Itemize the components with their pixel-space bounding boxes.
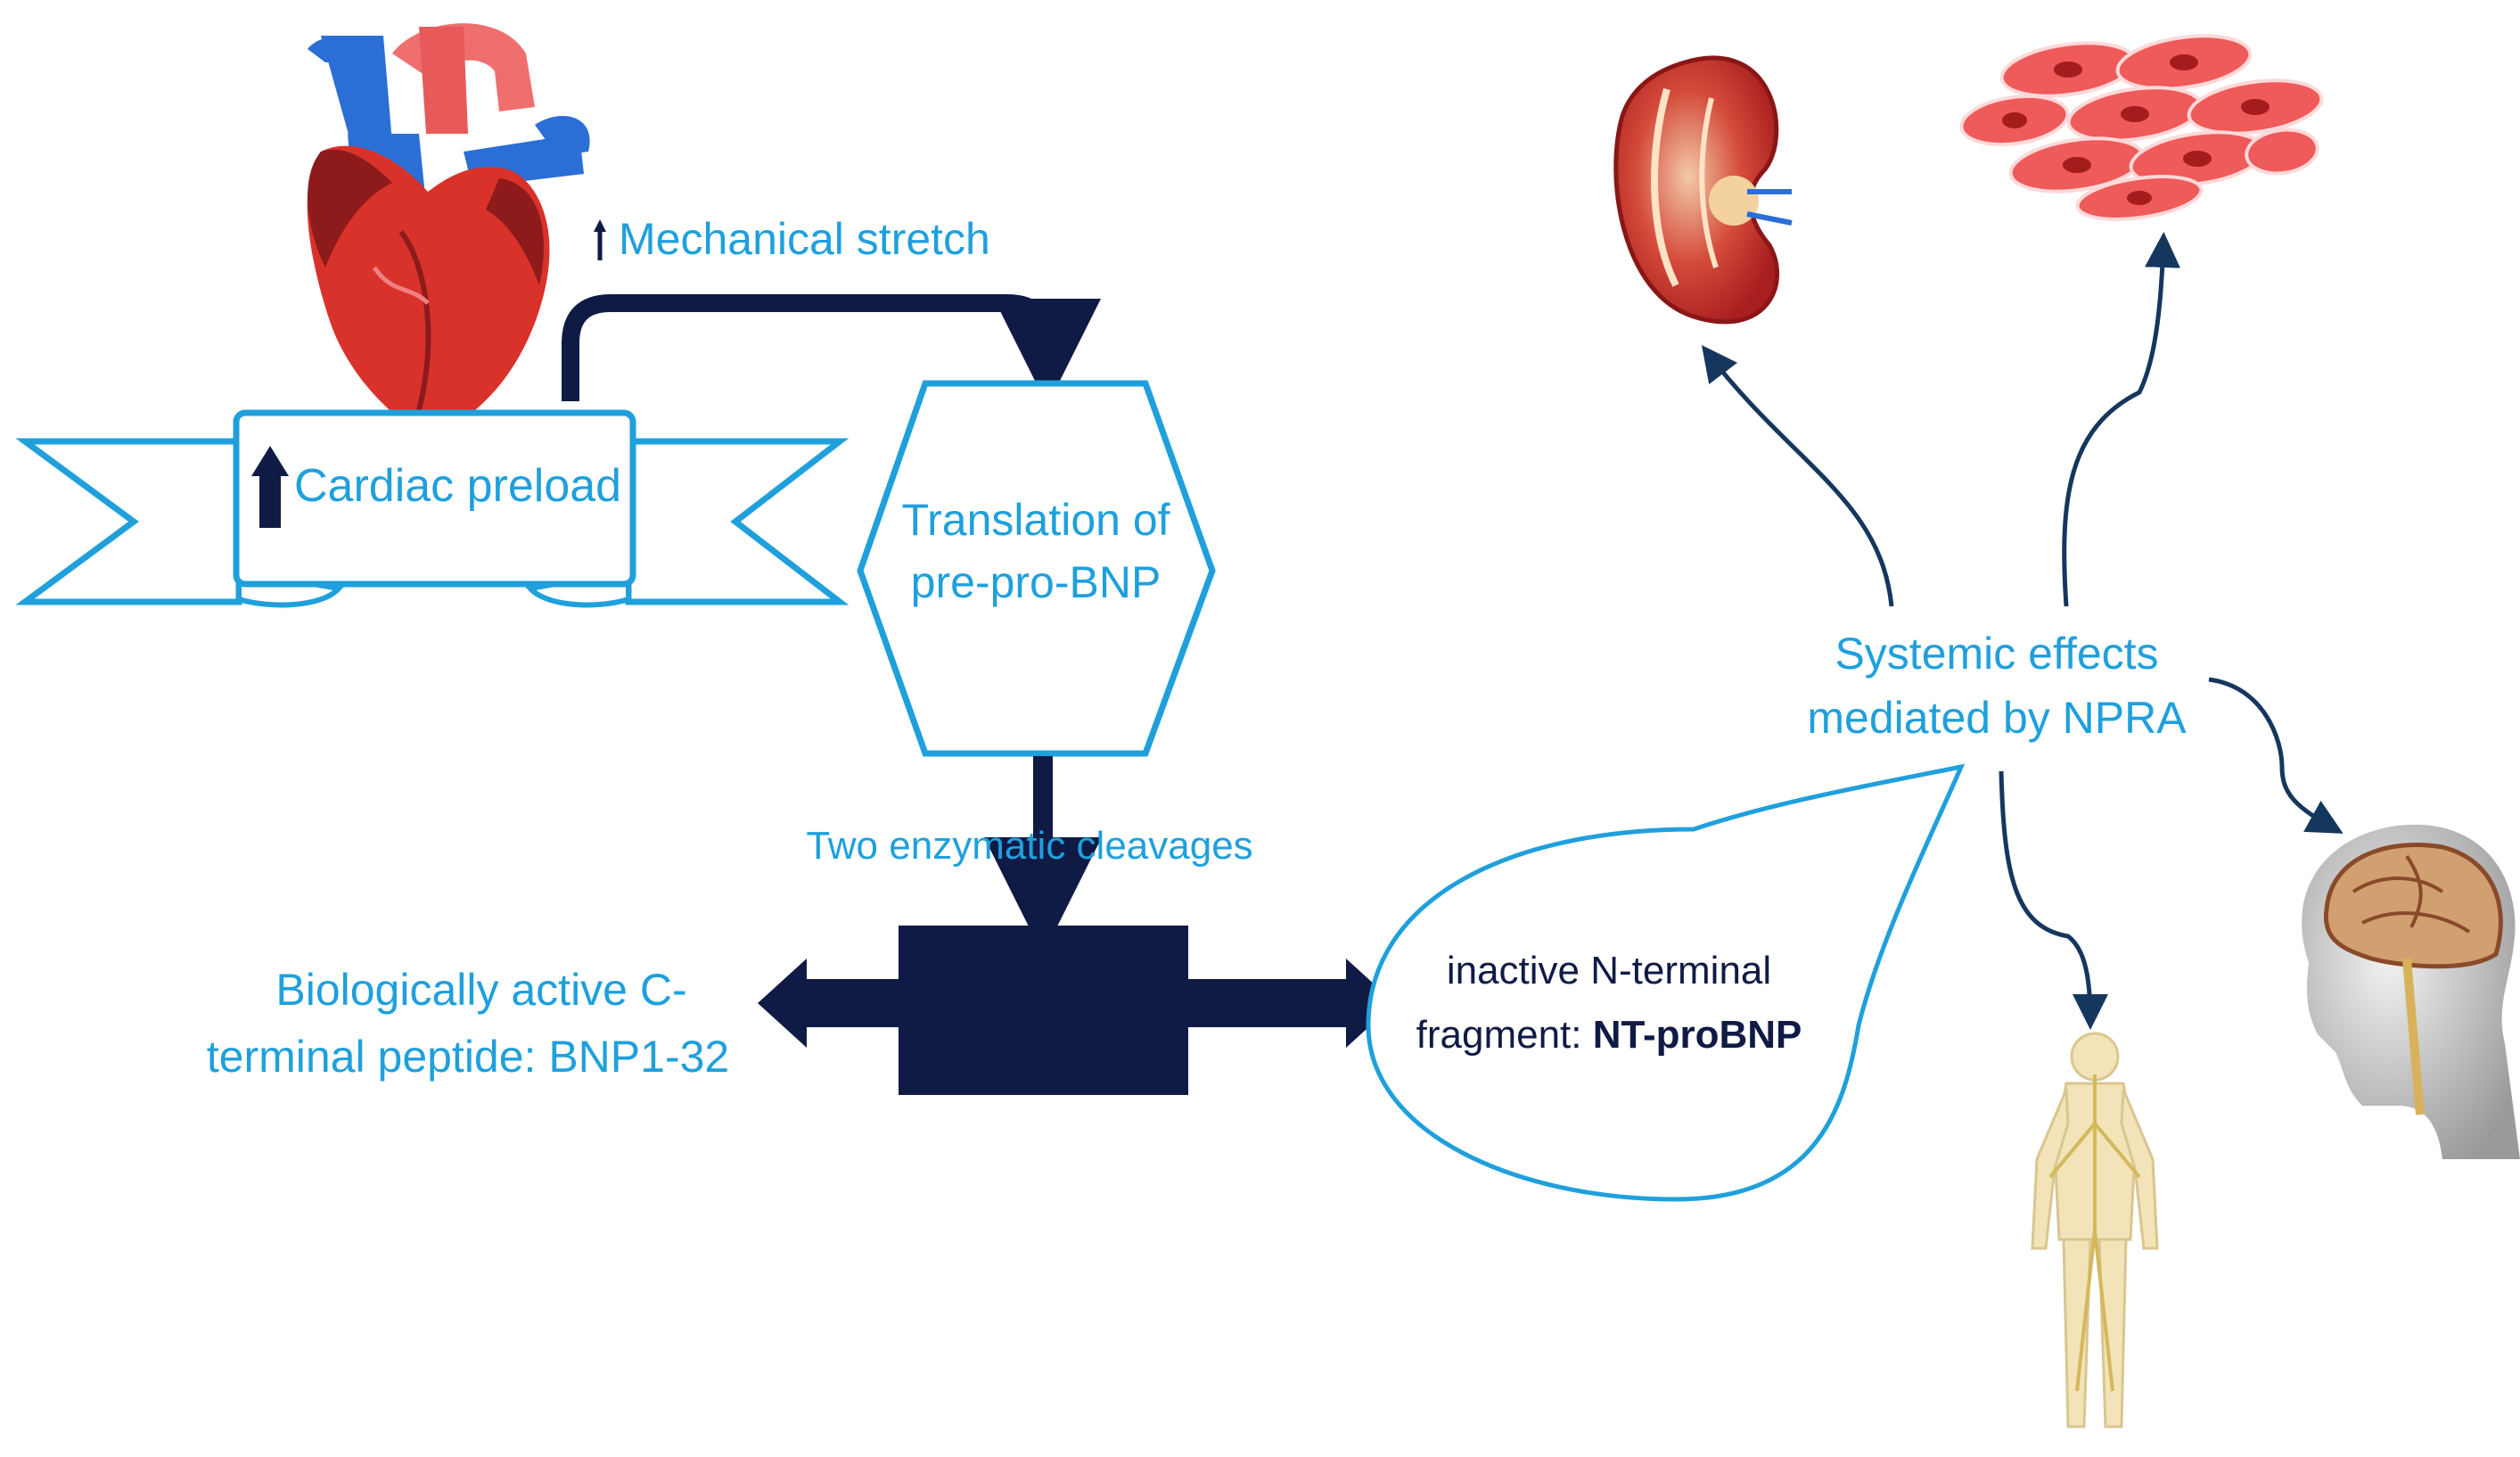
cardiac-preload-banner <box>15 409 850 608</box>
bnp-label-line1: Biologically active C- <box>275 965 686 1015</box>
body-nerve-lines <box>2048 1074 2141 1392</box>
translation-hexagon <box>857 380 1216 757</box>
ntprobnp-label-line2: fragment: NT-proBNP <box>1416 1013 1802 1057</box>
arrow-to-kidney <box>1701 345 1894 607</box>
arrow-to-body <box>1999 770 2108 1030</box>
heart-icon <box>307 23 590 437</box>
translation-label-line2: pre-pro-BNP <box>911 557 1161 607</box>
translation-label-line1: Translation of <box>901 495 1170 545</box>
arrow-to-muscle <box>2062 232 2180 607</box>
bnp-label-line2: terminal peptide: BNP1-32 <box>207 1032 729 1082</box>
arrow-to-brain <box>2208 677 2344 834</box>
human-head-brain-icon <box>2302 824 2520 1159</box>
systemic-effects-line1: Systemic effects <box>1835 629 2158 679</box>
mechanical-stretch-arrow <box>562 294 1101 406</box>
mechanical-stretch-label: Mechanical stretch <box>619 214 990 264</box>
kidney-cross-section-icon <box>1613 55 1793 325</box>
ntprobnp-speech-bubble <box>1366 763 1966 1202</box>
up-arrow-icon <box>251 446 289 528</box>
cleavage-block <box>899 926 1188 1095</box>
cardiac-preload-label: Cardiac preload <box>294 460 621 512</box>
ntprobnp-bold: NT-proBNP <box>1593 1013 1802 1057</box>
ntprobnp-prefix: fragment: <box>1416 1013 1593 1057</box>
muscle-cell-nuclei <box>2002 54 2270 205</box>
ntprobnp-label-line1: inactive N-terminal <box>1447 949 1771 992</box>
human-body-nervous-system-icon <box>2031 1032 2159 1428</box>
cleavages-label: Two enzymatic cleavages <box>806 824 1252 868</box>
systemic-effects-line2: mediated by NPRA <box>1807 693 2187 743</box>
small-up-arrow-icon <box>594 219 606 260</box>
